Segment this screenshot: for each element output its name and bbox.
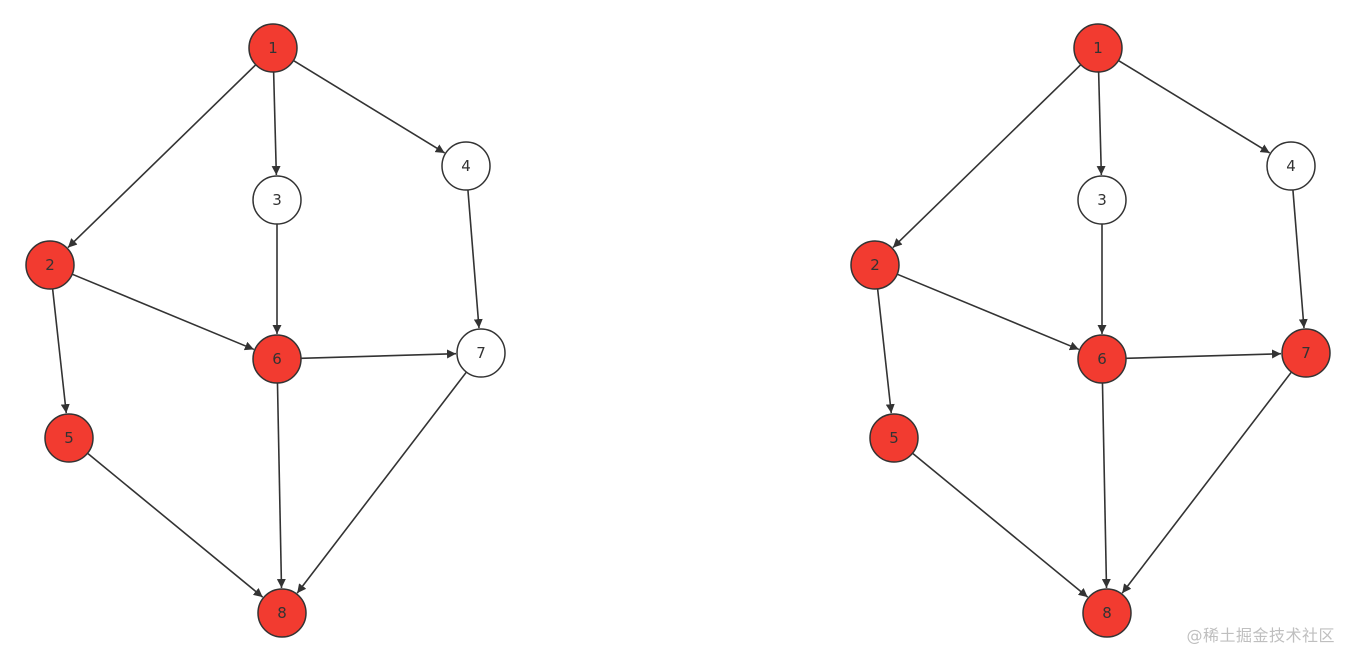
edge-7-8 xyxy=(1121,371,1293,594)
node-circle xyxy=(252,175,302,225)
edge-5-8 xyxy=(912,452,1089,598)
node-3: 3 xyxy=(1077,175,1127,225)
edge-6-7 xyxy=(1125,349,1282,360)
node-1: 1 xyxy=(248,23,298,73)
node-8: 8 xyxy=(1082,588,1132,638)
edge-1-4 xyxy=(1118,59,1271,154)
node-circle xyxy=(1077,334,1127,384)
node-4: 4 xyxy=(1266,141,1316,191)
node-2: 2 xyxy=(25,240,75,290)
node-circle xyxy=(248,23,298,73)
node-label: 3 xyxy=(1097,191,1107,209)
node-7: 7 xyxy=(1281,328,1331,378)
node-circle xyxy=(850,240,900,290)
node-label: 4 xyxy=(1286,157,1296,175)
node-3: 3 xyxy=(252,175,302,225)
edge-1-2 xyxy=(67,64,257,249)
edge-6-7 xyxy=(300,349,457,360)
watermark-text: @稀土掘金技术社区 xyxy=(1186,626,1335,645)
node-label: 7 xyxy=(1301,344,1311,362)
node-1: 1 xyxy=(1073,23,1123,73)
edge-6-8 xyxy=(1101,382,1111,589)
node-circle xyxy=(1082,588,1132,638)
edge-5-8 xyxy=(87,452,264,598)
node-6: 6 xyxy=(252,334,302,384)
graph-right: 1 2 3 4 5 6 7 8 xyxy=(850,23,1331,638)
node-label: 2 xyxy=(45,256,55,274)
node-label: 1 xyxy=(1093,39,1103,57)
edge-2-5 xyxy=(876,288,895,414)
node-circle xyxy=(252,334,302,384)
edge-4-7 xyxy=(1292,189,1308,329)
node-label: 5 xyxy=(64,429,74,447)
node-label: 2 xyxy=(870,256,880,274)
node-circle xyxy=(257,588,307,638)
node-label: 8 xyxy=(1102,604,1112,622)
graph-left: 1 2 3 4 5 6 7 8 xyxy=(25,23,506,638)
node-5: 5 xyxy=(44,413,94,463)
node-label: 6 xyxy=(1097,350,1107,368)
node-label: 1 xyxy=(268,39,278,57)
node-circle xyxy=(1281,328,1331,378)
edge-1-3 xyxy=(1096,71,1106,176)
edge-4-7 xyxy=(467,189,483,329)
edge-2-6 xyxy=(71,273,255,351)
edge-2-5 xyxy=(51,288,70,414)
node-label: 3 xyxy=(272,191,282,209)
edge-1-3 xyxy=(271,71,281,176)
node-label: 7 xyxy=(476,344,486,362)
node-8: 8 xyxy=(257,588,307,638)
node-label: 6 xyxy=(272,350,282,368)
node-circle xyxy=(1073,23,1123,73)
edge-7-8 xyxy=(296,371,468,594)
node-label: 8 xyxy=(277,604,287,622)
node-label: 4 xyxy=(461,157,471,175)
node-7: 7 xyxy=(456,328,506,378)
node-circle xyxy=(1266,141,1316,191)
node-circle xyxy=(44,413,94,463)
node-circle xyxy=(25,240,75,290)
node-circle xyxy=(869,413,919,463)
node-circle xyxy=(456,328,506,378)
node-circle xyxy=(441,141,491,191)
edge-6-8 xyxy=(276,382,286,589)
node-5: 5 xyxy=(869,413,919,463)
node-label: 5 xyxy=(889,429,899,447)
node-circle xyxy=(1077,175,1127,225)
edge-1-4 xyxy=(293,59,446,154)
node-2: 2 xyxy=(850,240,900,290)
node-6: 6 xyxy=(1077,334,1127,384)
edge-2-6 xyxy=(896,273,1080,351)
edge-1-2 xyxy=(892,64,1082,249)
node-4: 4 xyxy=(441,141,491,191)
